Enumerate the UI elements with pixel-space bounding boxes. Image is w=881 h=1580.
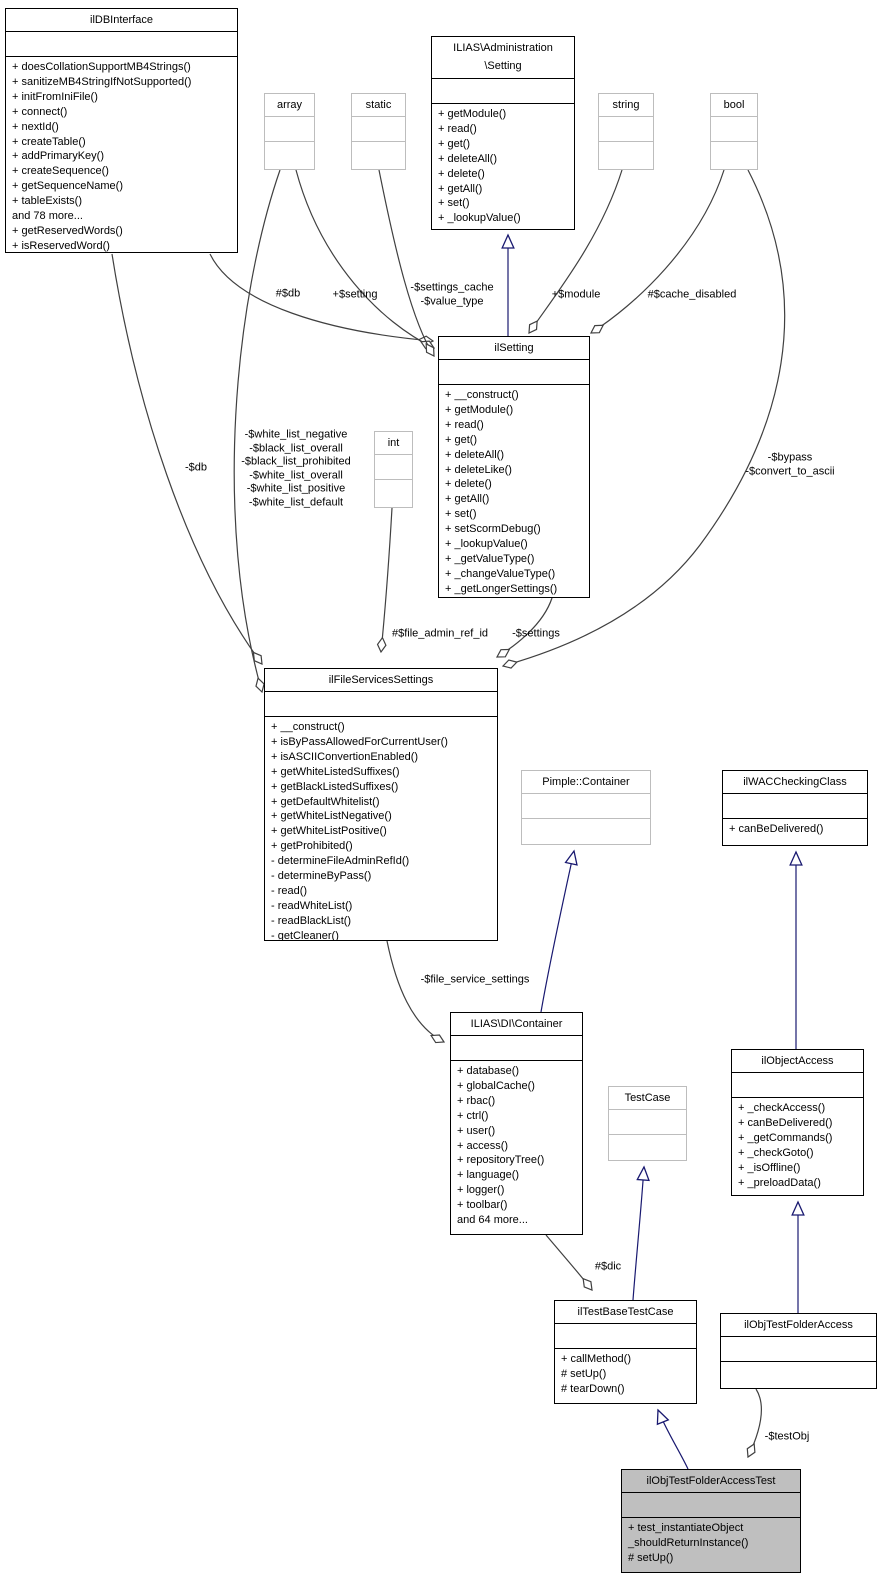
class-title: TestCase [609, 1087, 686, 1110]
methods-empty [609, 1135, 686, 1160]
class-pimple-container[interactable]: Pimple::Container [521, 770, 651, 845]
methods-empty [599, 142, 653, 169]
class-title: ILIAS\Administration \Setting [432, 37, 574, 79]
method-list: + test_instantiateObject_shouldReturnIns… [628, 1522, 749, 1564]
class-title: ilObjectAccess [732, 1050, 863, 1073]
class-testbase[interactable]: ilTestBaseTestCase + callMethod()# setUp… [554, 1300, 697, 1404]
edge-static-to-ilsetting [378, 169, 435, 358]
edge-string-to-ilsetting [528, 169, 623, 334]
class-objectaccess[interactable]: ilObjectAccess + _checkAccess()+ canBeDe… [731, 1049, 864, 1196]
method-list: + database()+ globalCache()+ rbac()+ ctr… [457, 1065, 545, 1227]
edge-label-bypass: -$bypass-$convert_to_ascii [745, 451, 835, 478]
class-ildbinterface[interactable]: ilDBInterface + doesCollationSupportMB4S… [5, 8, 238, 253]
attrs-empty [622, 1493, 800, 1518]
edge-label-whitelists: -$white_list_negative-$black_list_overal… [241, 428, 351, 509]
class-title: bool [711, 94, 757, 117]
edge-objtestfolderaccess-to-test [746, 1388, 763, 1459]
attrs-empty [723, 794, 867, 819]
edge-bool-to-ilsetting [589, 169, 725, 334]
attrs-empty [732, 1073, 863, 1098]
attrs-empty [522, 794, 650, 819]
edge-dicontainer-inherits-pimple [540, 851, 574, 1013]
edge-int-to-filesettings [376, 507, 393, 654]
attrs-empty [265, 117, 314, 142]
method-list: + __construct()+ getModule()+ read()+ ge… [445, 389, 558, 595]
class-array[interactable]: array [264, 93, 315, 170]
class-title: ilFileServicesSettings [265, 669, 497, 692]
class-title: ilObjTestFolderAccessTest [622, 1470, 800, 1493]
edge-label-db-fss: -$db [184, 461, 208, 474]
methods-empty [721, 1362, 876, 1388]
edge-label-file-admin-ref-id: #$file_admin_ref_id [391, 627, 489, 640]
method-list: + _checkAccess()+ canBeDelivered()+ _get… [738, 1102, 833, 1189]
class-title: ilWACCheckingClass [723, 771, 867, 794]
edge-label-testobj: -$testObj [764, 1430, 810, 1443]
class-title: ILIAS\DI\Container [451, 1013, 582, 1036]
edge-label-cache-disabled: #$cache_disabled [647, 288, 737, 301]
method-list: + doesCollationSupportMB4Strings()+ sani… [12, 61, 192, 252]
class-title: array [265, 94, 314, 117]
edge-label-settings-cache: -$settings_cache-$value_type [410, 281, 494, 308]
edge-ilsetting-to-filesettings [495, 597, 553, 658]
class-bool[interactable]: bool [710, 93, 758, 170]
edge-array-to-ilsetting [295, 169, 436, 350]
class-wac-checking[interactable]: ilWACCheckingClass + canBeDelivered() [722, 770, 868, 846]
attrs-empty [451, 1036, 582, 1061]
class-title: ilSetting [439, 337, 589, 360]
edge-ildbinterface-to-filesettings [111, 253, 263, 665]
class-int[interactable]: int [374, 431, 413, 508]
attrs-empty [711, 117, 757, 142]
class-filesettings[interactable]: ilFileServicesSettings + __construct()+ … [264, 668, 498, 941]
methods-empty [522, 819, 650, 844]
class-testcase[interactable]: TestCase [608, 1086, 687, 1161]
edge-label-module: +$module [551, 288, 601, 301]
methods-empty [352, 142, 405, 169]
edge-testbase-inherits-testcase [632, 1167, 644, 1301]
attrs-empty [599, 117, 653, 142]
class-objtestfolderaccesstest[interactable]: ilObjTestFolderAccessTest + test_instant… [621, 1469, 801, 1573]
class-static[interactable]: static [351, 93, 406, 170]
method-list: + __construct()+ isByPassAllowedForCurre… [271, 721, 448, 940]
class-title: Pimple::Container [522, 771, 650, 794]
edge-filesettings-to-dicontainer [386, 940, 446, 1044]
class-objtestfolderaccess[interactable]: ilObjTestFolderAccess [720, 1313, 877, 1389]
methods-empty [375, 480, 412, 507]
methods-empty [265, 142, 314, 169]
class-title: ilTestBaseTestCase [555, 1301, 696, 1324]
class-title: ilDBInterface [6, 9, 237, 32]
edge-label-dic: #$dic [594, 1260, 622, 1273]
attrs-empty [375, 455, 412, 480]
class-title: int [375, 432, 412, 455]
class-title: ilObjTestFolderAccess [721, 1314, 876, 1337]
class-string[interactable]: string [598, 93, 654, 170]
method-list: + canBeDelivered() [729, 823, 824, 835]
edge-ildbinterface-to-ilsetting [209, 253, 435, 346]
attrs-empty [439, 360, 589, 385]
edge-label-setting: +$setting [332, 288, 378, 301]
attrs-empty [352, 117, 405, 142]
attrs-empty [265, 692, 497, 717]
class-title: static [352, 94, 405, 117]
edge-dicontainer-to-testbase [545, 1234, 593, 1291]
class-title: string [599, 94, 653, 117]
attrs-empty [721, 1337, 876, 1362]
class-ilias-administration-setting[interactable]: ILIAS\Administration \Setting + getModul… [431, 36, 575, 230]
method-list: + getModule()+ read()+ get()+ deleteAll(… [438, 108, 521, 225]
edge-array-to-filesettings [233, 169, 281, 694]
edge-label-file-service-settings: -$file_service_settings [420, 973, 530, 986]
attrs-empty [6, 32, 237, 57]
attrs-empty [609, 1110, 686, 1135]
edge-label-settings-member: -$settings [512, 627, 560, 640]
class-ilias-di-container[interactable]: ILIAS\DI\Container + database()+ globalC… [450, 1012, 583, 1235]
attrs-empty [555, 1324, 696, 1349]
class-ilsetting[interactable]: ilSetting + __construct()+ getModule()+ … [438, 336, 590, 598]
attrs-empty [432, 79, 574, 104]
edge-test-inherits-testbase [658, 1410, 689, 1470]
method-list: + callMethod()# setUp()# tearDown() [561, 1353, 632, 1395]
methods-empty [711, 142, 757, 169]
edge-bool-to-filesettings [501, 169, 786, 669]
edge-label-db-setting: #$db [275, 287, 301, 300]
